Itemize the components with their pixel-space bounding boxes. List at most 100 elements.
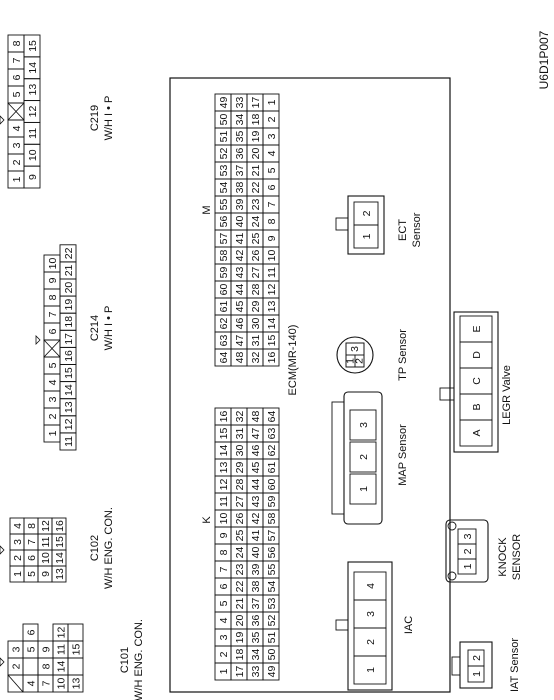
ecm-k-pin: 49 bbox=[266, 666, 278, 678]
c214-pin: 12 bbox=[63, 418, 75, 430]
knock-label-1: KNOCK bbox=[497, 537, 509, 577]
ecm-k-pin: 20 bbox=[234, 615, 246, 627]
ecm-m-pin: 54 bbox=[218, 182, 230, 194]
drawing-code: U6D1P007 bbox=[537, 30, 551, 89]
c219-pin: 15 bbox=[27, 40, 39, 52]
ecm-m-pin: 2 bbox=[266, 116, 278, 122]
iat-pin: 2 bbox=[471, 655, 483, 661]
connector-m-letter: M bbox=[201, 205, 213, 214]
legr-pin: D bbox=[471, 351, 483, 359]
c219-pin: 11 bbox=[27, 128, 39, 139]
ecm-m-pin: 47 bbox=[234, 335, 246, 347]
ecm-m-pin: 56 bbox=[218, 216, 230, 228]
ect-label-2: Sensor bbox=[411, 212, 423, 247]
legr-pin: E bbox=[471, 325, 483, 332]
ecm-k-pin: 21 bbox=[234, 598, 246, 610]
ecm-k-pin: 58 bbox=[266, 513, 278, 525]
iat-pin: 1 bbox=[471, 671, 483, 677]
legr-cell bbox=[459, 315, 493, 343]
c214-pin: 1 bbox=[47, 430, 59, 436]
ecm-m-pin: 45 bbox=[234, 301, 246, 313]
c102-sub: W/H ENG. CON. bbox=[103, 507, 115, 589]
ect-pin: 2 bbox=[361, 210, 373, 216]
c101-pin: 15 bbox=[71, 644, 83, 656]
ecm-k-pin: 50 bbox=[266, 649, 278, 661]
ecm-k-pin: 3 bbox=[218, 634, 230, 640]
c214-pin: 2 bbox=[47, 413, 59, 419]
c101-cell bbox=[22, 657, 39, 676]
c101-pin: 4 bbox=[26, 680, 38, 686]
iac-pin: 2 bbox=[365, 639, 377, 645]
c219-cell bbox=[23, 34, 41, 58]
c101-cell bbox=[22, 623, 39, 642]
ecm-k-pin: 23 bbox=[234, 564, 246, 576]
c101-pin: 10 bbox=[56, 678, 68, 690]
ecm-frame bbox=[169, 77, 451, 693]
c219-pin: 6 bbox=[11, 74, 23, 80]
ecm-m-pin: 30 bbox=[250, 318, 262, 330]
ecm-m-pin: 27 bbox=[250, 267, 262, 279]
knock-pin: 3 bbox=[462, 533, 474, 539]
c101-pin: 6 bbox=[26, 629, 38, 635]
ecm-m-pin: 16 bbox=[266, 352, 278, 364]
ecm-m-pin: 48 bbox=[234, 352, 246, 364]
ecm-k-pin: 7 bbox=[218, 566, 230, 572]
c219-name: C219 bbox=[89, 105, 101, 131]
ecm-k-pin: 28 bbox=[234, 479, 246, 491]
ecm-m-pin: 46 bbox=[234, 318, 246, 330]
ecm-m-pin: 33 bbox=[234, 97, 246, 109]
c214-pin: 22 bbox=[63, 247, 75, 259]
c102-name: C102 bbox=[89, 535, 101, 561]
c101-pin: 3 bbox=[11, 646, 23, 652]
ecm-m-pin: 26 bbox=[250, 250, 262, 262]
ecm-m-pin: 36 bbox=[234, 148, 246, 160]
c214-pin: 19 bbox=[63, 299, 75, 311]
iac-label: IAC bbox=[403, 616, 415, 634]
ecm-m-pin: 9 bbox=[266, 235, 278, 241]
ecm-k-pin: 47 bbox=[250, 428, 262, 440]
c102-pin: 8 bbox=[26, 523, 38, 529]
ecm-m-pin: 5 bbox=[266, 167, 278, 173]
ecm-k-pin: 16 bbox=[218, 411, 230, 423]
c219-pin: 5 bbox=[11, 91, 23, 97]
ecm-k-pin: 61 bbox=[266, 462, 278, 474]
c219-pin: 1 bbox=[11, 176, 23, 182]
ecm-m-pin: 23 bbox=[250, 199, 262, 211]
c102-pin: 6 bbox=[26, 555, 38, 561]
ecm-k-pin: 30 bbox=[234, 445, 246, 457]
c219-key-mark bbox=[0, 115, 5, 125]
ecm-m-pin: 58 bbox=[218, 250, 230, 262]
c219-pin: 2 bbox=[11, 159, 23, 165]
c102-pin: 11 bbox=[40, 536, 52, 547]
ecm-k-pin: 57 bbox=[266, 530, 278, 542]
ecm-k-pin: 55 bbox=[266, 564, 278, 576]
c214-key-mark bbox=[35, 335, 41, 345]
ecm-k-pin: 18 bbox=[234, 649, 246, 661]
c102-pin: 12 bbox=[40, 520, 52, 532]
ecm-k-pin: 25 bbox=[234, 530, 246, 542]
c219-pin: 9 bbox=[27, 174, 39, 180]
ecm-m-pin: 29 bbox=[250, 301, 262, 313]
ecm-m-pin: 64 bbox=[218, 352, 230, 364]
ecm-k-pin: 54 bbox=[266, 581, 278, 593]
knock-label-2: SENSOR bbox=[511, 534, 523, 581]
ecm-k-pin: 37 bbox=[250, 598, 262, 610]
ecm-k-pin: 59 bbox=[266, 496, 278, 508]
iac-pin: 1 bbox=[365, 667, 377, 673]
c102-cell bbox=[51, 517, 67, 535]
ecm-k-pin: 56 bbox=[266, 547, 278, 559]
ecm-k-pin: 1 bbox=[218, 668, 230, 674]
ecm-k-pin: 43 bbox=[250, 496, 262, 508]
ecm-m-pin: 32 bbox=[250, 352, 262, 364]
ecm-m-pin: 12 bbox=[266, 284, 278, 296]
ecm-m-pin: 37 bbox=[234, 165, 246, 177]
ecm-k-pin: 48 bbox=[250, 411, 262, 423]
iat-label: IAT Sensor bbox=[509, 638, 521, 692]
c219-pin: 7 bbox=[11, 57, 23, 63]
c101-cell bbox=[67, 657, 84, 676]
ect-cell bbox=[353, 201, 379, 226]
ecm-k-pin: 13 bbox=[218, 462, 230, 474]
ecm-m-pin: 42 bbox=[234, 250, 246, 262]
